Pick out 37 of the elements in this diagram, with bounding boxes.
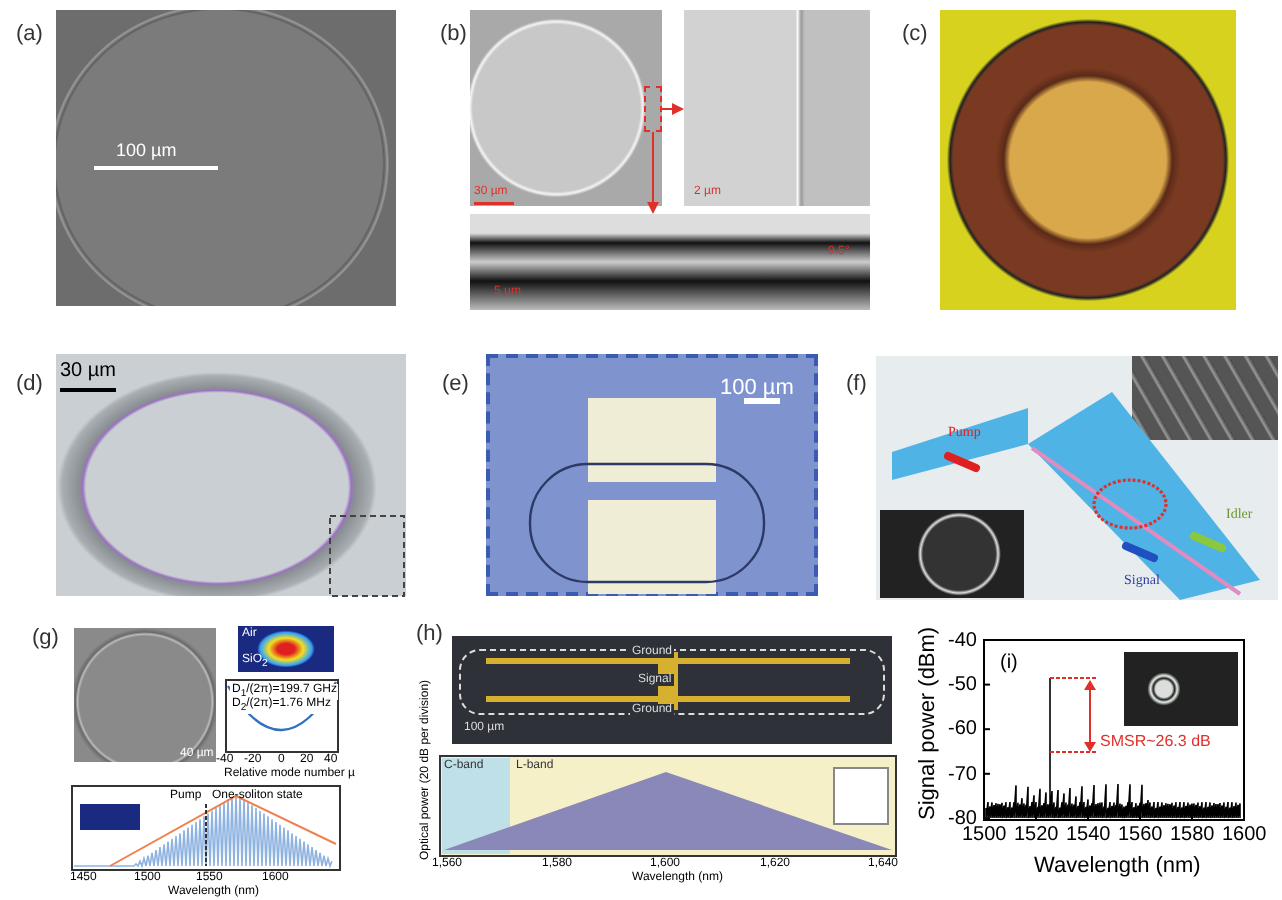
axis-title: Wavelength (nm) [1034, 856, 1201, 878]
axis-tick-label: 1580 [1170, 826, 1215, 846]
optical-micrograph [940, 10, 1236, 310]
zoomed-micrograph [684, 10, 870, 206]
scale-bar-label: 100 µm [720, 378, 794, 400]
dashed-inset-box [644, 86, 662, 132]
device-photo-inset [1124, 652, 1238, 726]
panel-label: (f) [846, 374, 867, 396]
axis-tick-label: 1600 [1222, 826, 1267, 846]
panel-label: (g) [32, 628, 59, 650]
axis-tick-label: -60 [948, 720, 977, 740]
axis-tick-label: 1500 [962, 826, 1007, 846]
axis-title: Signal power (dBm) [918, 626, 940, 820]
axis-tick-label: -50 [948, 676, 977, 696]
panel-label: (b) [440, 24, 467, 46]
scale-bar-label: 100 µm [116, 142, 177, 160]
panel-label: (h) [416, 624, 443, 646]
axis-tick-label: -70 [948, 766, 977, 786]
micrograph [470, 10, 662, 206]
annotation: SMSR~26.3 dB [1100, 734, 1211, 750]
micrograph [56, 10, 396, 306]
panel-label: (c) [902, 24, 928, 46]
sem-inset [1132, 356, 1278, 440]
panel-label: (i) [1000, 654, 1018, 674]
axis-tick-label: 1560 [1118, 826, 1163, 846]
arrow [661, 103, 684, 115]
mode-profile-inset [238, 626, 334, 672]
scale-bar-label: 30 µm [60, 362, 116, 382]
sem-inset [880, 510, 1024, 598]
micrograph [56, 354, 406, 596]
panel-label: (e) [442, 374, 469, 396]
axis-tick-label: -40 [948, 632, 977, 652]
cross-section-micrograph [470, 214, 870, 310]
micrograph [74, 628, 216, 762]
arrow [647, 131, 659, 214]
axis-tick-label: 1520 [1014, 826, 1059, 846]
axis-tick-label: 1540 [1066, 826, 1111, 846]
